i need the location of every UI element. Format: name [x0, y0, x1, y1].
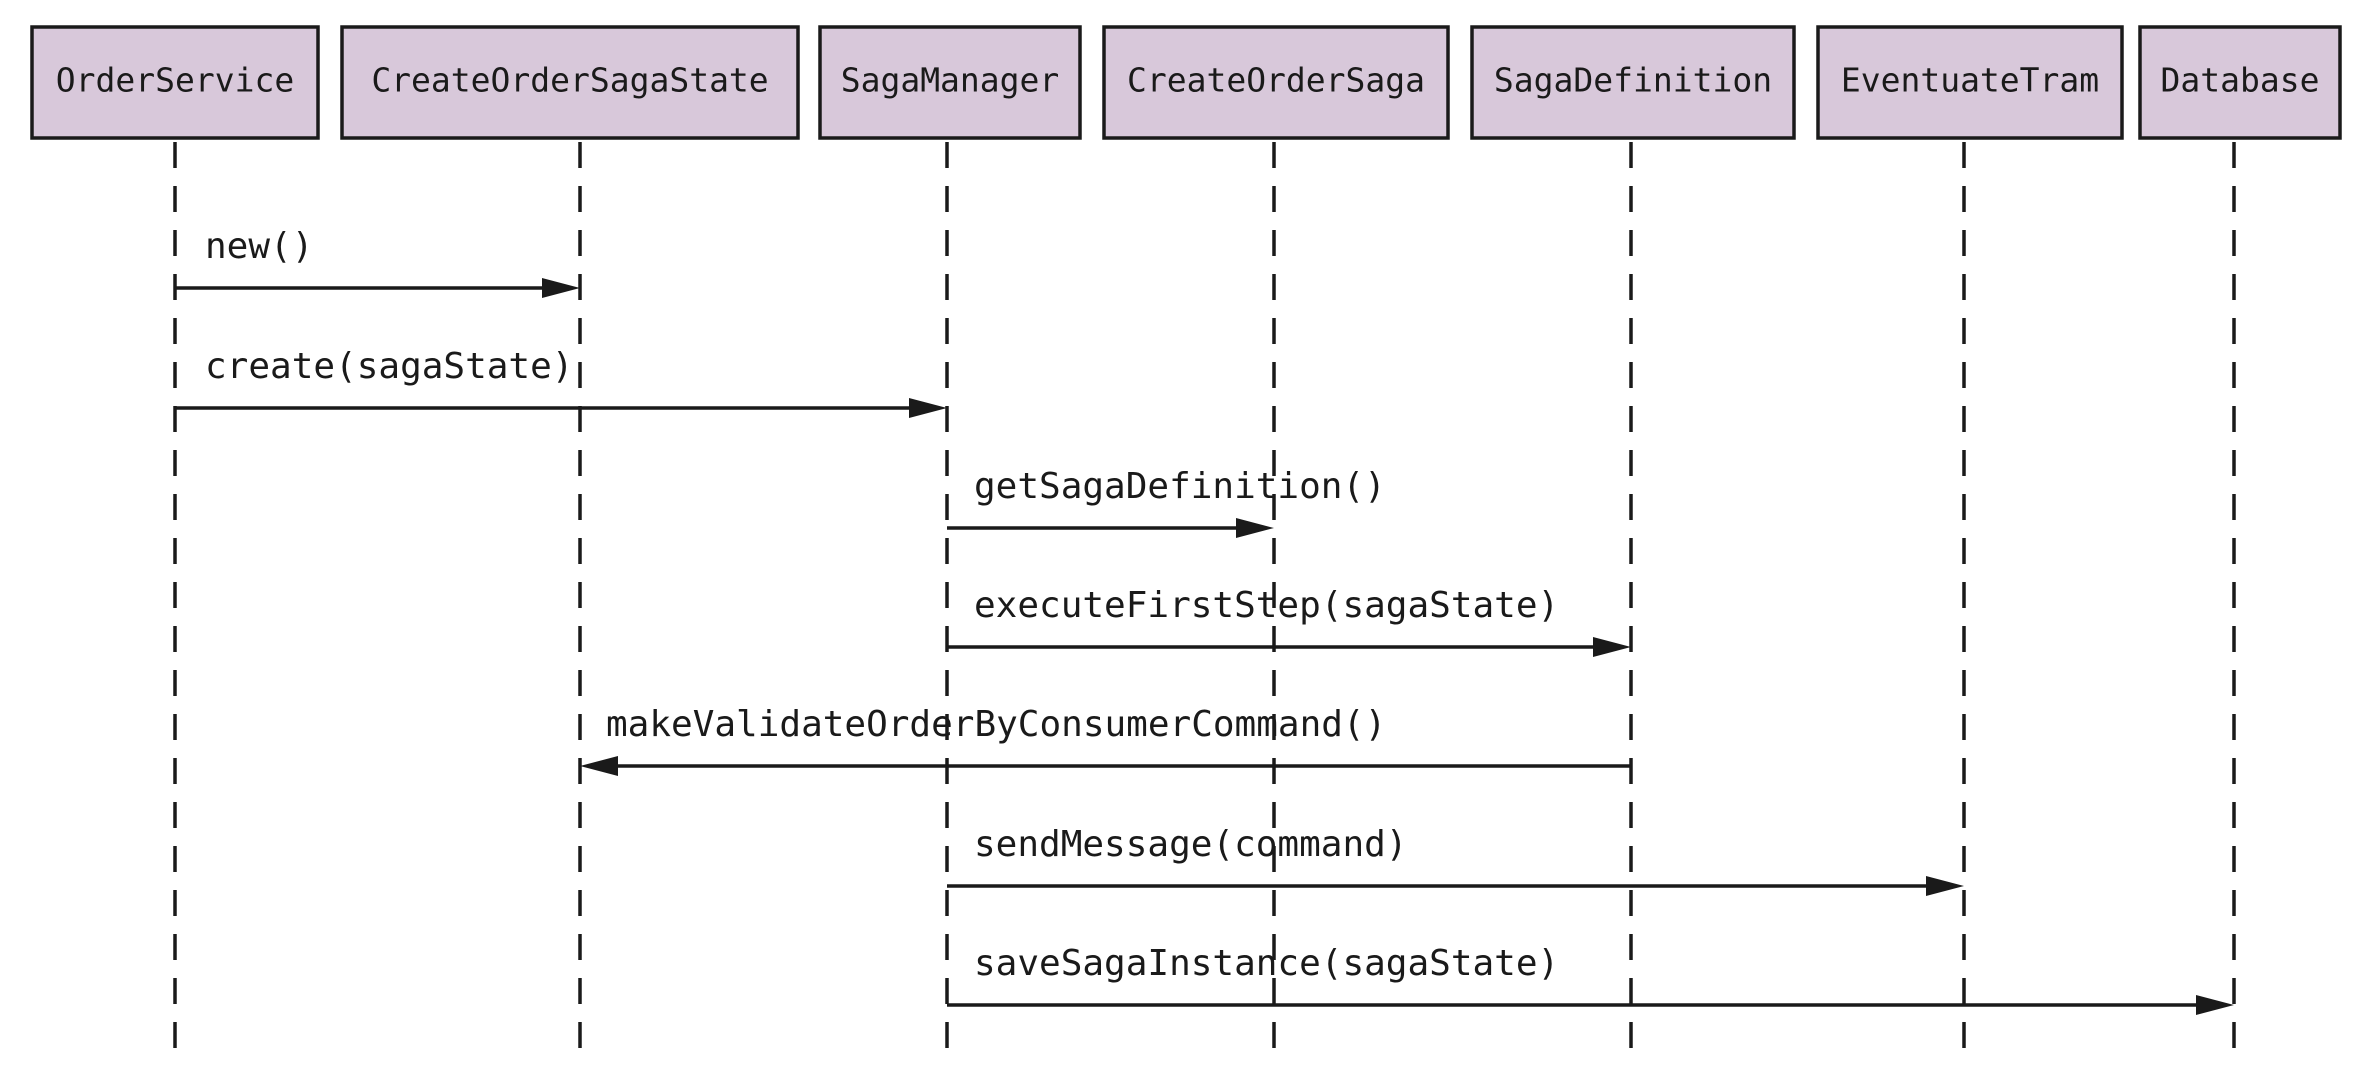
participant-box [2138, 25, 2342, 140]
participant-box [340, 25, 800, 140]
message-label: makeValidateOrderByConsumerCommand() [606, 704, 1386, 745]
participant-label: SagaDefinition [1494, 61, 1772, 100]
participant-label: CreateOrderSaga [1127, 61, 1425, 100]
arrowhead [909, 398, 947, 418]
message-new: new() [175, 226, 580, 298]
message-label: saveSagaInstance(sagaState) [974, 943, 1559, 984]
arrowhead [1593, 637, 1631, 657]
message-save-saga-instance: saveSagaInstance(sagaState) [947, 943, 2234, 1015]
participant-label: Database [2161, 61, 2320, 100]
participant-box [30, 25, 320, 140]
participant-create-order-saga: CreateOrderSaga [1102, 25, 1450, 140]
arrowhead [580, 756, 618, 776]
participant-saga-manager: SagaManager [818, 25, 1082, 140]
arrowhead [1926, 876, 1964, 896]
message-get-saga-definition: getSagaDefinition() [947, 466, 1386, 538]
arrowhead [542, 278, 580, 298]
participant-create-order-saga-state: CreateOrderSagaState [340, 25, 800, 140]
participant-order-service: OrderService [30, 25, 320, 140]
participant-box [1102, 25, 1450, 140]
participant-label: OrderService [56, 61, 294, 100]
participant-label: CreateOrderSagaState [371, 61, 768, 100]
message-create: create(sagaState) [175, 346, 947, 418]
message-label: create(sagaState) [205, 346, 573, 387]
participant-label: EventuateTram [1841, 61, 2099, 100]
arrowhead [2196, 995, 2234, 1015]
participant-label: SagaManager [841, 61, 1060, 100]
message-make-validate-order-command: makeValidateOrderByConsumerCommand() [580, 704, 1631, 776]
participant-box [1470, 25, 1796, 140]
message-send-message: sendMessage(command) [947, 824, 1964, 896]
participant-box [818, 25, 1082, 140]
message-label: sendMessage(command) [974, 824, 1407, 865]
message-execute-first-step: executeFirstStep(sagaState) [947, 585, 1631, 657]
message-label: getSagaDefinition() [974, 466, 1386, 507]
message-label: executeFirstStep(sagaState) [974, 585, 1559, 626]
participant-saga-definition: SagaDefinition [1470, 25, 1796, 140]
message-label: new() [205, 226, 313, 267]
arrowhead [1236, 518, 1274, 538]
participant-database: Database [2138, 25, 2342, 140]
participant-box [1816, 25, 2124, 140]
participant-eventuate-tram: EventuateTram [1816, 25, 2124, 140]
